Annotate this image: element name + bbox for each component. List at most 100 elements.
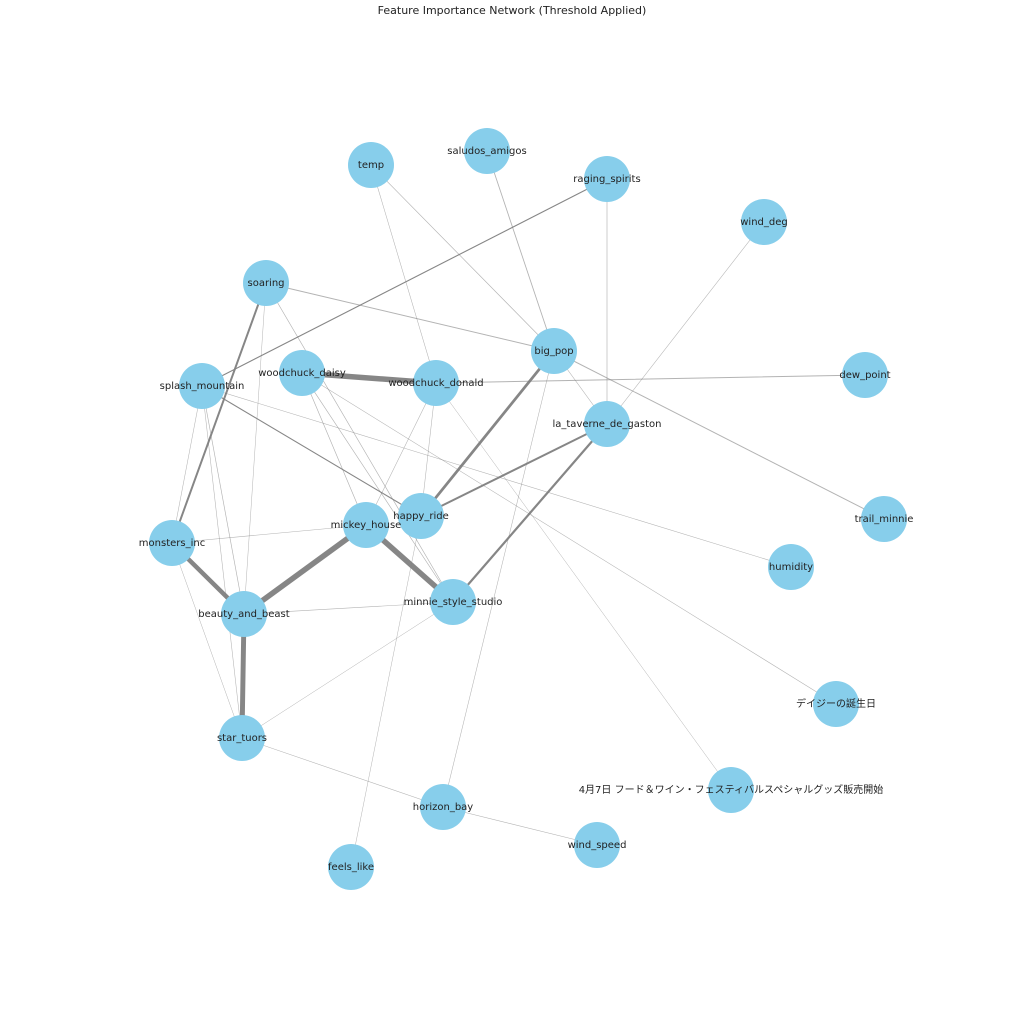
node-label: mickey_house bbox=[331, 520, 402, 531]
edge-big_pop-horizon_bay bbox=[442, 350, 555, 808]
node-circle bbox=[221, 591, 267, 637]
edge-woodchuck_daisy-mickey_house bbox=[301, 372, 367, 526]
node-happy_ride[interactable]: happy_ride bbox=[393, 493, 449, 539]
node-soaring[interactable]: soaring bbox=[243, 260, 289, 306]
node-woodchuck_donald[interactable]: woodchuck_donald bbox=[388, 360, 484, 406]
node-saludos_amigos[interactable]: saludos_amigos bbox=[447, 128, 527, 174]
node-label: humidity bbox=[769, 562, 813, 573]
node-star_tuors[interactable]: star_tuors bbox=[217, 715, 267, 761]
node-label: beauty_and_beast bbox=[198, 609, 289, 620]
node-label: デイジーの誕生日 bbox=[796, 697, 876, 710]
edge-splash_mountain-happy_ride bbox=[201, 385, 422, 517]
node-label: star_tuors bbox=[217, 733, 267, 744]
edge-happy_ride-la_taverne_de_gaston bbox=[420, 423, 608, 517]
node-trail_minnie[interactable]: trail_minnie bbox=[855, 496, 914, 542]
edge-horizon_bay-wind_speed bbox=[442, 806, 598, 846]
edge-splash_mountain-star_tuors bbox=[201, 385, 243, 739]
node-label: monsters_inc bbox=[139, 538, 205, 549]
node-circle bbox=[768, 544, 814, 590]
edge-mickey_house-beauty_and_beast bbox=[241, 522, 369, 617]
edge-splash_mountain-monsters_inc bbox=[171, 385, 203, 544]
node-circle bbox=[398, 493, 444, 539]
edge-soaring-monsters_inc bbox=[171, 282, 267, 544]
edge-soaring-minnie_style_studio bbox=[265, 282, 454, 603]
node-circle bbox=[219, 715, 265, 761]
edge-beauty_and_beast-minnie_style_studio bbox=[243, 601, 454, 615]
edge-layer bbox=[169, 150, 885, 868]
node-woodchuck_daisy[interactable]: woodchuck_daisy bbox=[258, 350, 346, 396]
node-humidity[interactable]: humidity bbox=[768, 544, 814, 590]
node-label: raging_spirits bbox=[573, 174, 640, 185]
node-layer: temp saludos_amigos raging_spirits wind_deg… bbox=[139, 128, 914, 890]
node-feels_like[interactable]: feels_like bbox=[328, 844, 374, 890]
edge-saludos_amigos-big_pop bbox=[486, 150, 555, 352]
node-circle bbox=[464, 128, 510, 174]
node-circle bbox=[279, 350, 325, 396]
edge-soaring-big_pop bbox=[265, 282, 555, 352]
edge-woodchuck_donald-dew_point bbox=[435, 374, 866, 384]
node-splash_mountain[interactable]: splash_mountain bbox=[160, 363, 245, 409]
node-circle bbox=[861, 496, 907, 542]
node-circle bbox=[413, 360, 459, 406]
edge-wind_deg-la_taverne_de_gaston bbox=[606, 221, 765, 425]
node-label: feels_like bbox=[328, 862, 374, 873]
node-label: wind_speed bbox=[568, 840, 627, 851]
node-label: trail_minnie bbox=[855, 514, 914, 525]
node-circle bbox=[149, 520, 195, 566]
node-circle bbox=[430, 579, 476, 625]
node-dew_point[interactable]: dew_point bbox=[839, 352, 891, 398]
node-circle bbox=[813, 681, 859, 727]
node-big_pop[interactable]: big_pop bbox=[531, 328, 577, 374]
node-circle bbox=[179, 363, 225, 409]
node-temp[interactable]: temp bbox=[348, 142, 394, 188]
node-circle bbox=[343, 502, 389, 548]
node-mickey_house[interactable]: mickey_house bbox=[331, 502, 402, 548]
edge-happy_ride-big_pop bbox=[419, 349, 556, 518]
node-food_wine[interactable]: 4月7日 フード＆ワイン・フェスティバルスペシャルグッズ販売開始 bbox=[579, 767, 884, 813]
edge-big_pop-trail_minnie bbox=[553, 350, 885, 520]
node-circle bbox=[584, 156, 630, 202]
diagram-title: Feature Importance Network (Threshold Ap… bbox=[377, 4, 647, 17]
node-daisy_birthday[interactable]: デイジーの誕生日 bbox=[796, 681, 876, 727]
edge-soaring-beauty_and_beast bbox=[243, 282, 267, 615]
node-beauty_and_beast[interactable]: beauty_and_beast bbox=[198, 591, 290, 637]
edge-star_tuors-horizon_bay bbox=[241, 737, 444, 808]
edge-minnie_style_studio-star_tuors bbox=[241, 601, 454, 739]
node-label: woodchuck_daisy bbox=[258, 368, 346, 379]
edge-woodchuck_daisy-minnie_style_studio bbox=[301, 372, 454, 603]
edge-splash_mountain-raging_spirits bbox=[201, 178, 608, 387]
node-raging_spirits[interactable]: raging_spirits bbox=[573, 156, 641, 202]
node-monsters_inc[interactable]: monsters_inc bbox=[139, 520, 205, 566]
edge-splash_mountain-beauty_and_beast bbox=[201, 385, 245, 615]
node-circle bbox=[420, 784, 466, 830]
node-label: dew_point bbox=[839, 370, 890, 381]
node-la_taverne_de_gaston[interactable]: la_taverne_de_gaston bbox=[552, 401, 662, 447]
node-circle bbox=[584, 401, 630, 447]
node-circle bbox=[708, 767, 754, 813]
node-minnie_style_studio[interactable]: minnie_style_studio bbox=[404, 579, 503, 625]
node-label: 4月7日 フード＆ワイン・フェスティバルスペシャルグッズ販売開始 bbox=[579, 783, 884, 796]
edge-woodchuck_donald-mickey_house bbox=[365, 382, 437, 526]
edge-happy_ride-feels_like bbox=[350, 515, 422, 868]
node-label: happy_ride bbox=[393, 511, 448, 522]
node-label: minnie_style_studio bbox=[404, 597, 503, 608]
node-wind_deg[interactable]: wind_deg bbox=[740, 199, 788, 245]
node-label: saludos_amigos bbox=[447, 146, 526, 157]
node-label: wind_deg bbox=[740, 217, 788, 228]
node-circle bbox=[243, 260, 289, 306]
node-horizon_bay[interactable]: horizon_bay bbox=[413, 784, 474, 830]
edge-woodchuck_donald-food_wine bbox=[435, 382, 732, 791]
node-circle bbox=[842, 352, 888, 398]
node-label: soaring bbox=[247, 278, 284, 289]
node-label: la_taverne_de_gaston bbox=[552, 419, 661, 430]
node-label: woodchuck_donald bbox=[388, 378, 483, 389]
node-circle bbox=[531, 328, 577, 374]
edge-temp-woodchuck_donald bbox=[370, 164, 437, 384]
node-circle bbox=[348, 142, 394, 188]
node-circle bbox=[328, 844, 374, 890]
node-circle bbox=[741, 199, 787, 245]
node-wind_speed[interactable]: wind_speed bbox=[568, 822, 627, 868]
edge-splash_mountain-humidity bbox=[201, 385, 792, 568]
node-circle bbox=[574, 822, 620, 868]
